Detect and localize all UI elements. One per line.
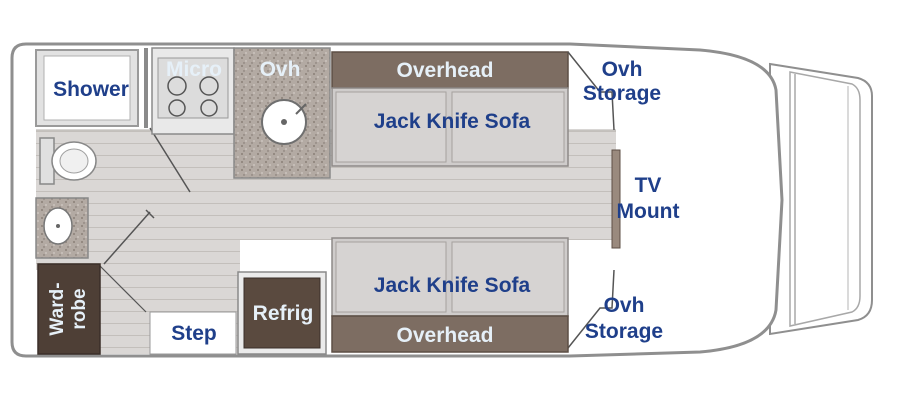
bathroom-walls [99, 48, 191, 313]
overhead-bottom [331, 315, 569, 353]
label-step: Step [171, 322, 217, 345]
label-ovh-storage-bottom-line2: Storage [585, 320, 663, 343]
label-sofa-top: Jack Knife Sofa [374, 110, 531, 133]
label-refrig: Refrig [253, 302, 314, 325]
step [149, 311, 237, 355]
cab-area [769, 62, 873, 336]
label-micro: Micro [166, 58, 222, 81]
label-overhead-bottom: Overhead [397, 324, 494, 347]
label-sofa-bottom: Jack Knife Sofa [374, 274, 531, 297]
label-shower: Shower [53, 78, 129, 101]
label-overhead-top: Overhead [397, 59, 494, 82]
bathroom-sink [35, 197, 89, 259]
front-cabinet-walls [567, 51, 615, 349]
label-wardrobe-line1: Ward- [47, 282, 68, 335]
overhead-top [331, 51, 569, 89]
label-ovh-storage-bottom-line1: Ovh [604, 294, 645, 317]
galley [151, 47, 331, 179]
toilet [39, 137, 97, 185]
jack-knife-sofa-bottom [331, 237, 569, 317]
wardrobe [37, 263, 101, 355]
refrigerator [237, 271, 327, 355]
label-ovh-storage-top-line1: Ovh [602, 58, 643, 81]
tv-mount [611, 149, 621, 249]
label-tv-line2: Mount [617, 200, 680, 223]
label-ovh-galley: Ovh [260, 58, 301, 81]
label-wardrobe-line2: robe [69, 288, 90, 329]
jack-knife-sofa-top [331, 87, 569, 167]
label-ovh-storage-top-line2: Storage [583, 82, 661, 105]
shower [35, 49, 139, 127]
label-tv-line1: TV [635, 174, 662, 197]
